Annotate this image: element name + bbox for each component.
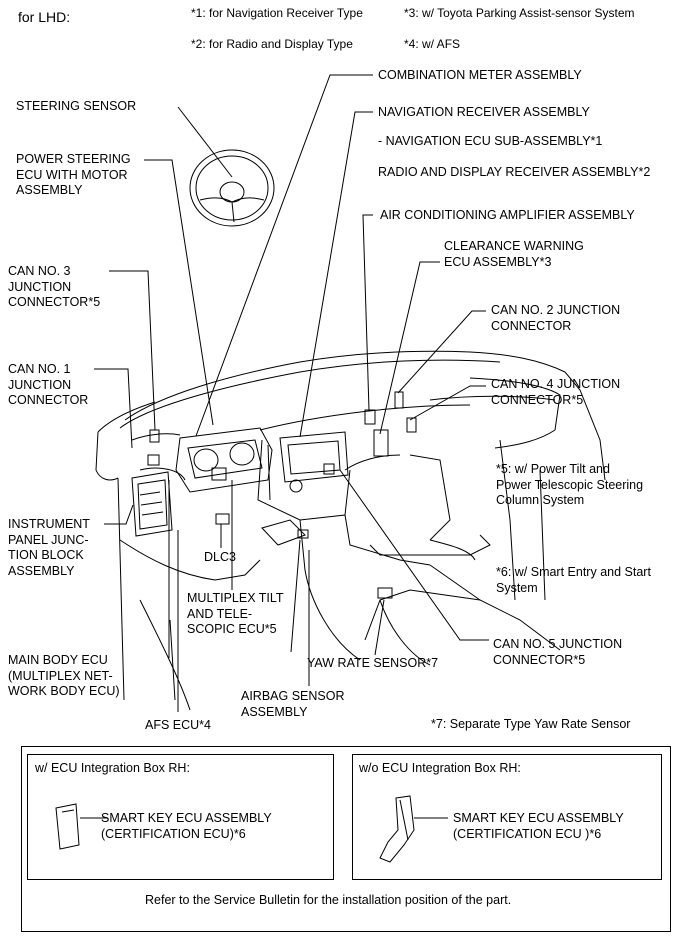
label-combination-meter: COMBINATION METER ASSEMBLY	[378, 68, 582, 82]
label-yaw-rate: YAW RATE SENSOR*7	[307, 656, 439, 670]
label-note5: *5: w/ Power Tilt and Power Telescopic S…	[496, 462, 644, 507]
smart-key-ecu-left-shape	[55, 803, 108, 850]
label-main-body-ecu: MAIN BODY ECU (MULTIPLEX NET- WORK BODY …	[8, 653, 120, 698]
dlc3-shape	[215, 513, 230, 525]
label-power-steering-ecu: POWER STEERING ECU WITH MOTOR ASSEMBLY	[16, 152, 131, 197]
clearance-warning-shape	[364, 409, 376, 425]
inset-outer-frame	[21, 746, 671, 932]
air-con-amp-shape	[373, 429, 389, 457]
leader-lines	[94, 74, 489, 712]
inset-right-panel	[352, 754, 662, 880]
label-clearance-warning: CLEARANCE WARNING ECU ASSEMBLY*3	[444, 239, 584, 269]
note-2: *2: for Radio and Display Type	[191, 37, 353, 51]
label-radio-display: RADIO AND DISPLAY RECEIVER ASSEMBLY*2	[378, 165, 651, 179]
airbag-sensor	[261, 519, 309, 546]
label-can5: CAN NO. 5 JUNCTION CONNECTOR*5	[493, 637, 623, 667]
inset-left-title: w/ ECU Integration Box RH:	[35, 761, 190, 775]
can4-connector-shape	[406, 417, 417, 433]
label-airbag-sensor: AIRBAG SENSOR ASSEMBLY	[241, 689, 345, 719]
label-multiplex-tilt: MULTIPLEX TILT AND TELE- SCOPIC ECU*5	[187, 591, 284, 636]
inset-left-label: SMART KEY ECU ASSEMBLY (CERTIFICATION EC…	[101, 811, 272, 841]
can1-connector-shape	[147, 454, 160, 466]
label-can1: CAN NO. 1 JUNCTION CONNECTOR	[8, 362, 89, 407]
label-steering-sensor: STEERING SENSOR	[16, 99, 137, 113]
smart-key-ecu-right-shape	[379, 795, 448, 863]
label-instrument-panel: INSTRUMENT PANEL JUNC- TION BLOCK ASSEMB…	[8, 517, 90, 578]
label-afs-ecu: AFS ECU*4	[145, 718, 211, 732]
inset-right-title: w/o ECU Integration Box RH:	[359, 761, 521, 775]
label-dlc3: DLC3	[204, 550, 236, 564]
label-navigation-receiver: NAVIGATION RECEIVER ASSEMBLY	[378, 105, 590, 119]
steering-wheel	[189, 149, 275, 227]
multiplex-tilt-shape	[211, 467, 227, 481]
inset-left-panel	[27, 754, 334, 880]
dashboard-outline	[95, 350, 606, 711]
for-lhd-label: for LHD:	[18, 9, 71, 25]
note-3: *3: w/ Toyota Parking Assist-sensor Syst…	[404, 6, 635, 20]
label-air-conditioning: AIR CONDITIONING AMPLIFIER ASSEMBLY	[380, 208, 635, 222]
can2-connector-shape	[394, 391, 404, 409]
label-can2: CAN NO. 2 JUNCTION CONNECTOR	[491, 303, 621, 333]
label-note7: *7: Separate Type Yaw Rate Sensor	[431, 717, 631, 731]
inset-right-label: SMART KEY ECU ASSEMBLY (CERTIFICATION EC…	[453, 811, 624, 841]
combination-meter	[175, 427, 273, 493]
label-can3: CAN NO. 3 JUNCTION CONNECTOR*5	[8, 264, 101, 309]
inset-footer-note: Refer to the Service Bulletin for the in…	[145, 893, 512, 907]
label-can4: CAN NO. 4 JUNCTION CONNECTOR*5	[491, 377, 621, 407]
can3-connector-shape	[149, 429, 160, 443]
label-navigation-ecu: - NAVIGATION ECU SUB-ASSEMBLY*1	[378, 134, 603, 148]
note-1: *1: for Navigation Receiver Type	[191, 6, 363, 20]
label-note6: *6: w/ Smart Entry and Start System	[496, 565, 651, 595]
note-4: *4: w/ AFS	[404, 37, 461, 51]
junction-block	[131, 471, 173, 537]
navigation-receiver	[279, 431, 349, 493]
yaw-rate-shape	[377, 587, 393, 599]
